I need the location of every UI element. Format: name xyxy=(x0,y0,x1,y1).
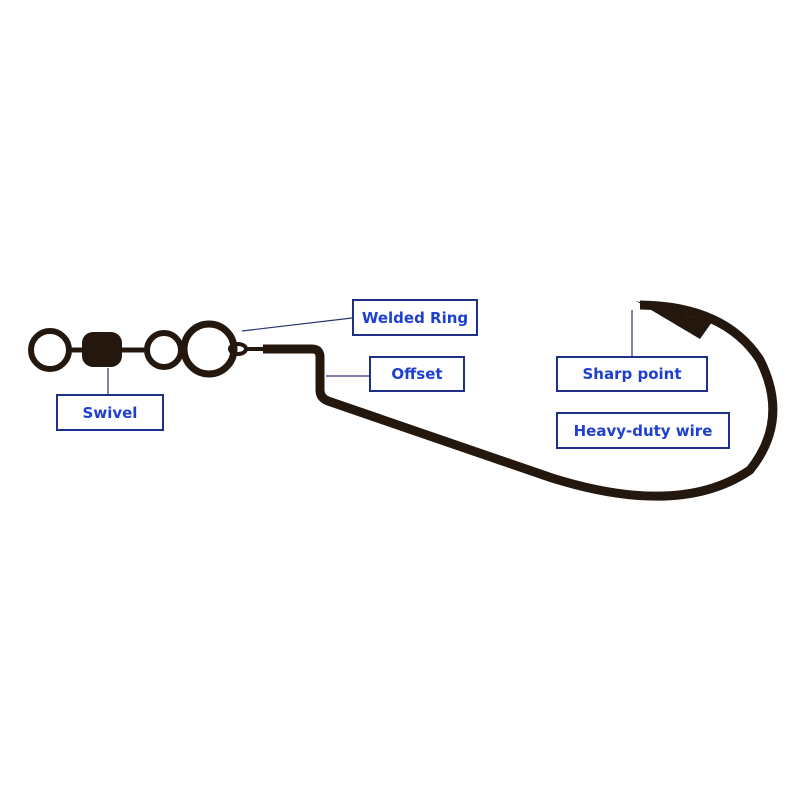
swivel-right-ring xyxy=(144,330,184,370)
welded-ring-label: Welded Ring xyxy=(352,299,478,336)
swivel-left-ring xyxy=(28,328,72,372)
hook-wire xyxy=(263,300,778,501)
leader-line-welded-ring xyxy=(241,317,353,332)
hook-barb xyxy=(636,301,712,339)
heavy-duty-wire-label: Heavy-duty wire xyxy=(556,412,730,449)
leader-lines xyxy=(107,310,633,394)
sharp-point-label: Sharp point xyxy=(556,356,708,392)
swivel-assembly xyxy=(28,328,184,372)
swivel-label: Swivel xyxy=(56,394,164,431)
hook-eye xyxy=(228,342,248,356)
swivel-barrel xyxy=(82,332,122,367)
welded-ring xyxy=(180,320,238,378)
offset-label: Offset xyxy=(369,356,465,392)
welded-ring-assembly xyxy=(180,320,263,378)
